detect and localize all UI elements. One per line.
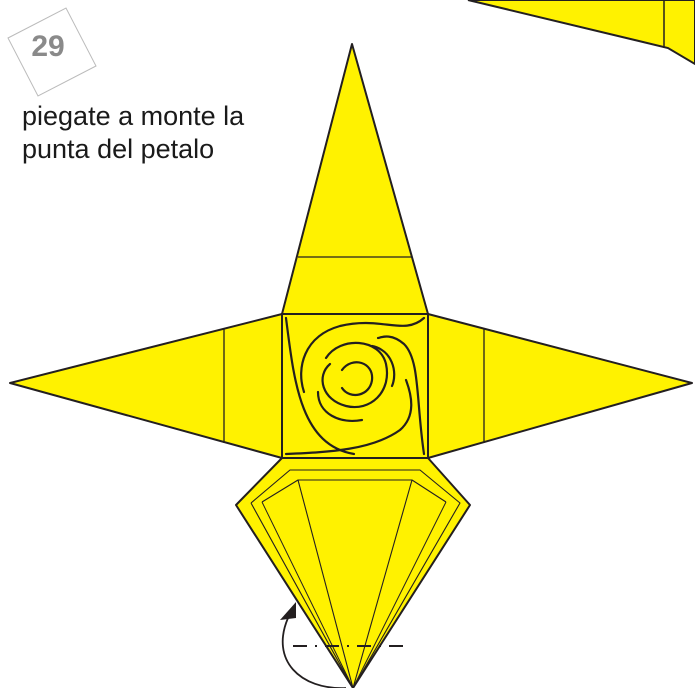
instruction-line-1: piegate a monte la	[22, 101, 245, 131]
right-petal	[427, 313, 693, 459]
mountain-fold-arrow	[280, 602, 346, 688]
neighbor-piece	[467, 0, 695, 66]
bottom-petal	[235, 457, 471, 688]
top-petal	[281, 43, 429, 315]
instruction-line-2: punta del petalo	[22, 134, 215, 164]
instruction-text: piegate a monte la punta del petalo	[22, 100, 312, 166]
center-square	[281, 313, 429, 459]
left-petal	[9, 313, 283, 459]
step-badge-frame	[7, 7, 97, 97]
rose-spiral	[284, 316, 426, 456]
step-number: 29	[31, 30, 65, 63]
